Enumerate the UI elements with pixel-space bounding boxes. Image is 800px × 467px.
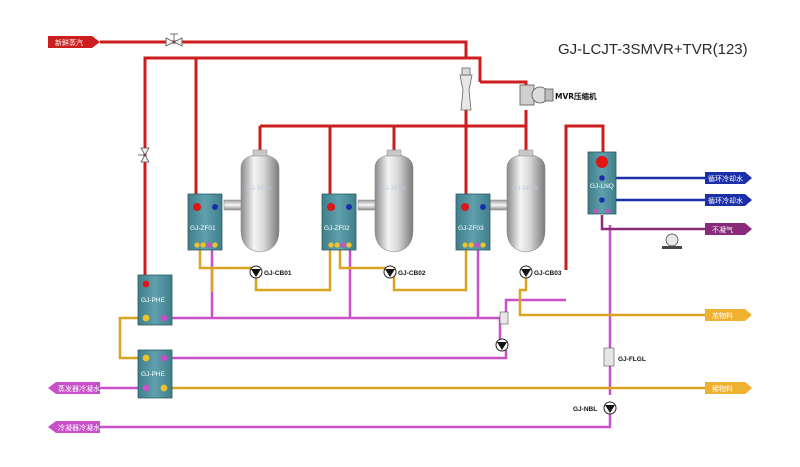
cooling-out-arrow: 循环冷却水 [705, 172, 752, 184]
noncondensable-label: 不凝气 [712, 225, 733, 234]
condensate-pump [495, 338, 509, 352]
noncondensable-arrow: 不凝气 [705, 223, 752, 235]
concentrate-label: 浓物料 [712, 311, 733, 320]
heat-exchanger-zf03: GJ-ZF03 [455, 193, 491, 251]
separator-3: GJ-XF03 [489, 149, 546, 253]
tvr-ejector-icon [459, 67, 473, 111]
concentrate-arrow: 浓物料 [705, 309, 752, 321]
separator-2: GJ-XF02 [357, 149, 414, 253]
cb03-label: GJ-CB03 [534, 270, 562, 277]
diagram-title: GJ-LCJT-3SMVR+TVR(123) [558, 41, 748, 58]
steam-lines [100, 40, 605, 276]
product-lines [118, 250, 715, 390]
zf01-label: GJ-ZF01 [190, 225, 216, 232]
nbl-label: GJ-NBL [573, 406, 597, 413]
plate-exchanger-top: GJ-PHE [137, 274, 173, 326]
steam-input-arrow: 新鲜蒸汽 [48, 36, 100, 48]
feed-label: 稀物料 [712, 384, 733, 393]
sep3-label: GJ-XF03 [512, 185, 538, 192]
pump-cb01: GJ-CB01 [249, 265, 292, 279]
evap-condensate-label: 蒸发器冷凝水 [58, 384, 100, 393]
pump-cb02: GJ-CB02 [383, 265, 426, 279]
separator-1: GJ-XF01 [223, 149, 280, 253]
steam-input-label: 新鲜蒸汽 [55, 38, 83, 47]
nbl-pump: GJ-NBL [573, 401, 617, 415]
cooling-out-label: 循环冷却水 [708, 174, 743, 183]
phe-bottom-label: GJ-PHE [141, 371, 166, 378]
flgl-label: GJ-FLGL [618, 356, 646, 363]
zf02-label: GJ-ZF02 [324, 225, 350, 232]
mvr-label: MVR压缩机 [555, 91, 597, 101]
feed-arrow: 稀物料 [705, 382, 752, 394]
flgl-tank: GJ-FLGL [603, 347, 646, 367]
mvr-compressor: MVR压缩机 [519, 84, 597, 106]
cooling-in-arrow: 循环冷却水 [705, 194, 752, 206]
phe-top-label: GJ-PHE [141, 297, 166, 304]
steam-valve-icon [165, 33, 183, 47]
cooling-in-label: 循环冷却水 [708, 196, 743, 205]
condenser-condensate-arrow: 冷凝器冷凝水 [48, 421, 100, 433]
cooling-lines [612, 176, 705, 202]
cb01-label: GJ-CB01 [264, 270, 292, 277]
condenser-lnq: GJ-LNQ [587, 151, 617, 215]
lnq-label: GJ-LNQ [590, 183, 614, 190]
evap-condensate-arrow: 蒸发器冷凝水 [48, 382, 100, 394]
sep2-label: GJ-XF02 [380, 185, 406, 192]
zf03-label: GJ-ZF03 [458, 225, 484, 232]
vacuum-pump-icon [662, 233, 682, 249]
sep1-label: GJ-XF01 [246, 185, 272, 192]
heat-exchanger-zf01: GJ-ZF01 [187, 193, 223, 251]
vent-line [600, 215, 705, 231]
cb02-label: GJ-CB02 [398, 270, 426, 277]
plate-exchanger-bottom: GJ-PHE [137, 349, 173, 399]
heat-exchanger-zf02: GJ-ZF02 [321, 193, 357, 251]
side-valve-icon [138, 147, 150, 163]
condenser-condensate-label: 冷凝器冷凝水 [58, 423, 100, 432]
flow-meter-icon [499, 311, 509, 325]
pump-cb03: GJ-CB03 [519, 265, 562, 279]
